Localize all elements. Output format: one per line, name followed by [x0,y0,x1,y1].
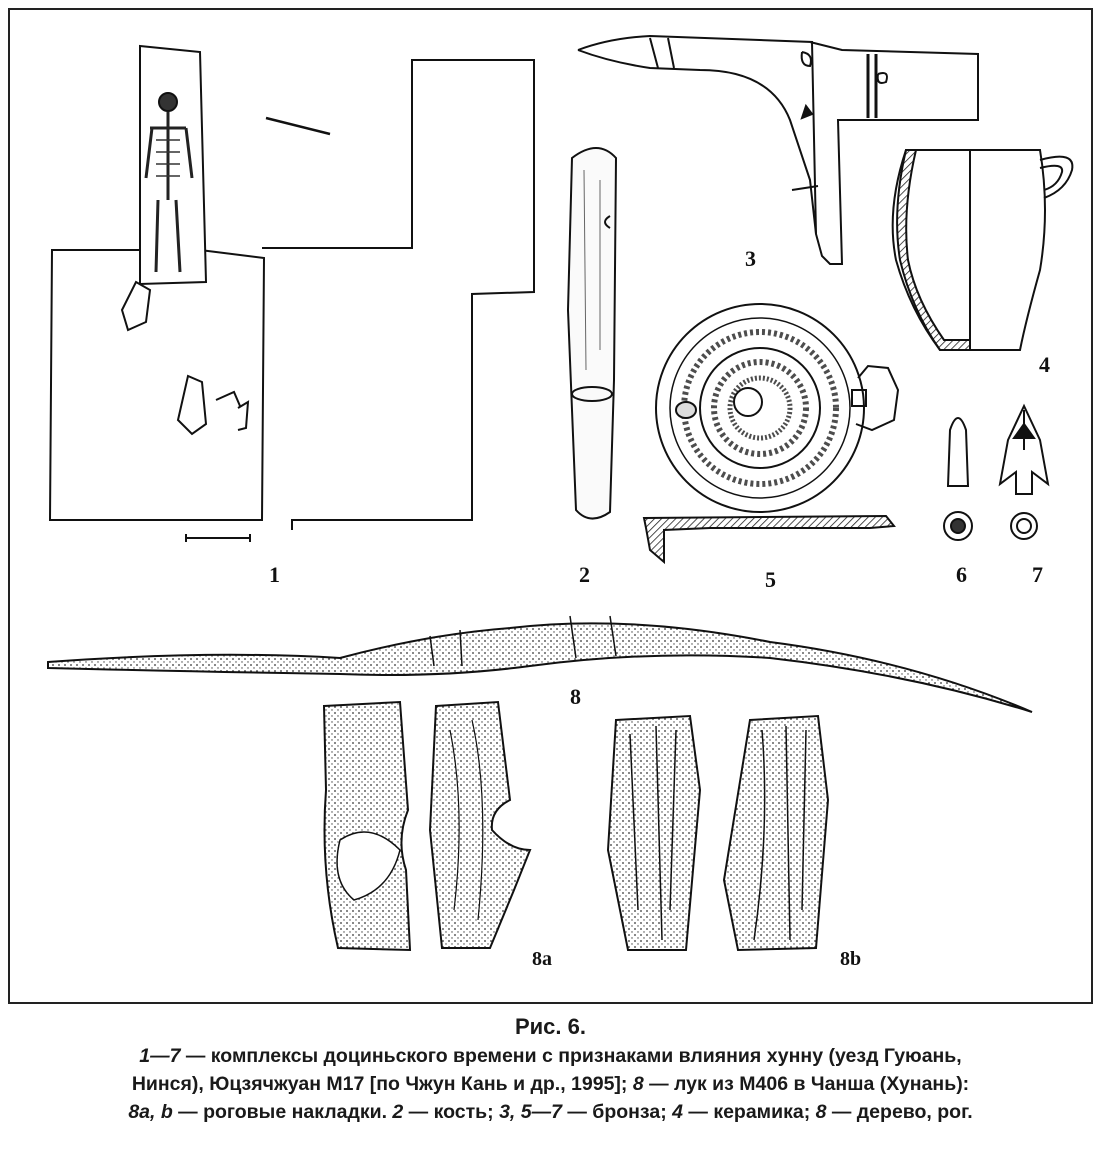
figure-label-8: 8 [570,684,581,709]
arrow-in-grave [265,116,331,136]
figure-label-4: 4 [1039,352,1050,377]
figure-label-1: 1 [269,562,280,587]
caption-text: Нинся), Юцзячжуан М17 [по Чжун Кань и др… [131,1073,633,1095]
skeleton-bones [144,112,194,273]
horn-plates-8a [322,700,532,952]
figure-label-5: 5 [765,567,776,592]
caption-text: — роговые накладки. [172,1101,393,1123]
figure-caption: Рис. 6. 1—7 — комплексы доциньского врем… [0,1012,1101,1126]
scale-bar [185,534,251,542]
caption-line-1: 1—7 — комплексы доциньского времени с пр… [0,1042,1101,1070]
grave-pit-outline [48,249,266,521]
wooden-bow [47,615,1033,713]
figure-label-7: 7 [1032,562,1043,587]
caption-ref: 3, 5—7 [499,1101,562,1123]
caption-ref: 8 [815,1101,827,1123]
figure-label-6: 6 [956,562,967,587]
ceramic-jar [891,149,1074,351]
caption-ref: 1—7 [139,1045,181,1067]
caption-text: — керамика; [682,1101,816,1123]
grave-shaft-outline [262,59,535,530]
caption-text: — кость; [403,1101,500,1123]
figure-label-8b: 8b [840,948,862,970]
bronze-mirror [642,303,900,565]
caption-text: — дерево, рог. [826,1101,973,1123]
caption-title: Рис. 6. [514,1014,586,1039]
caption-ref: 4 [672,1101,683,1123]
caption-text: — лук из М406 в Чанша (Хунань): [643,1073,970,1095]
grave-plan [48,44,535,542]
caption-ref: 2 [392,1101,404,1123]
vessel-in-grave [120,280,152,332]
figure-label-8a: 8a [532,948,552,970]
figure-plate: 1 2 3 4 5 6 7 8 8a 8b [8,8,1093,1004]
caption-line-2: Нинся), Юцзячжуан М17 [по Чжун Кань и др… [0,1070,1101,1098]
caption-line-3: 8a, b — роговые накладки. 2 — кость; 3, … [0,1098,1101,1126]
skeleton-skull [158,92,178,112]
figure-label-2: 2 [579,562,590,587]
skeleton-ribs [156,139,180,177]
figure-label-3: 3 [745,246,756,271]
horn-plates-8b [606,714,830,952]
bronze-knife [577,34,979,265]
vessel-in-grave-2 [176,374,208,436]
caption-ref: 8a, b [128,1101,173,1123]
caption-text: — бронза; [561,1101,673,1123]
grave-objects [215,390,250,431]
caption-text: — комплексы доциньского времени с призна… [180,1045,962,1067]
figure-drawing [47,34,1074,952]
niche-outline [139,44,208,286]
bronze-arrowhead-7 [998,403,1050,540]
bone-object [566,147,618,520]
bronze-point-6 [943,417,973,541]
caption-ref: 8 [632,1073,644,1095]
